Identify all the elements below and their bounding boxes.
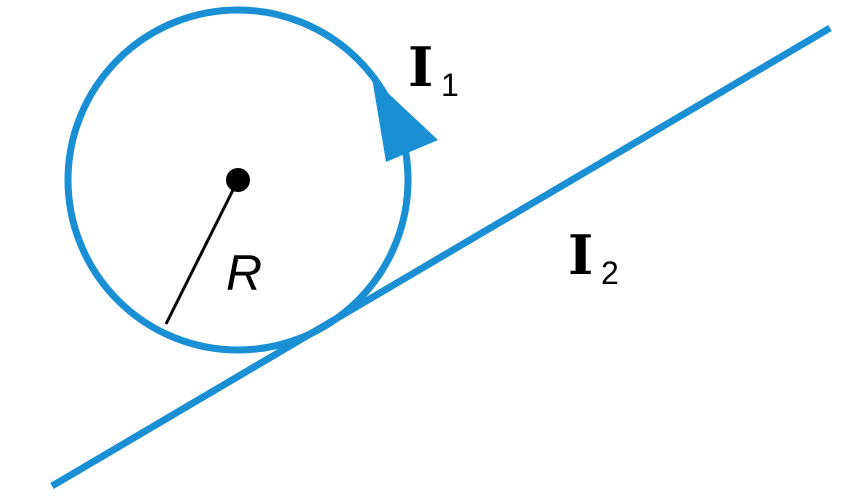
wire-current-symbol: I (568, 223, 593, 287)
radius-label: R (226, 245, 262, 301)
loop-direction-arrow-icon (372, 78, 438, 162)
wire-current-label: I 2 (568, 223, 619, 291)
loop-current-subscript: 1 (441, 67, 459, 103)
loop-current-symbol: I (408, 35, 433, 99)
loop-current-label: I 1 (408, 35, 459, 103)
straight-wire (50, 24, 832, 490)
wire-current-subscript: 2 (601, 255, 619, 291)
radius-line (164, 179, 240, 325)
current-loop (64, 6, 412, 354)
